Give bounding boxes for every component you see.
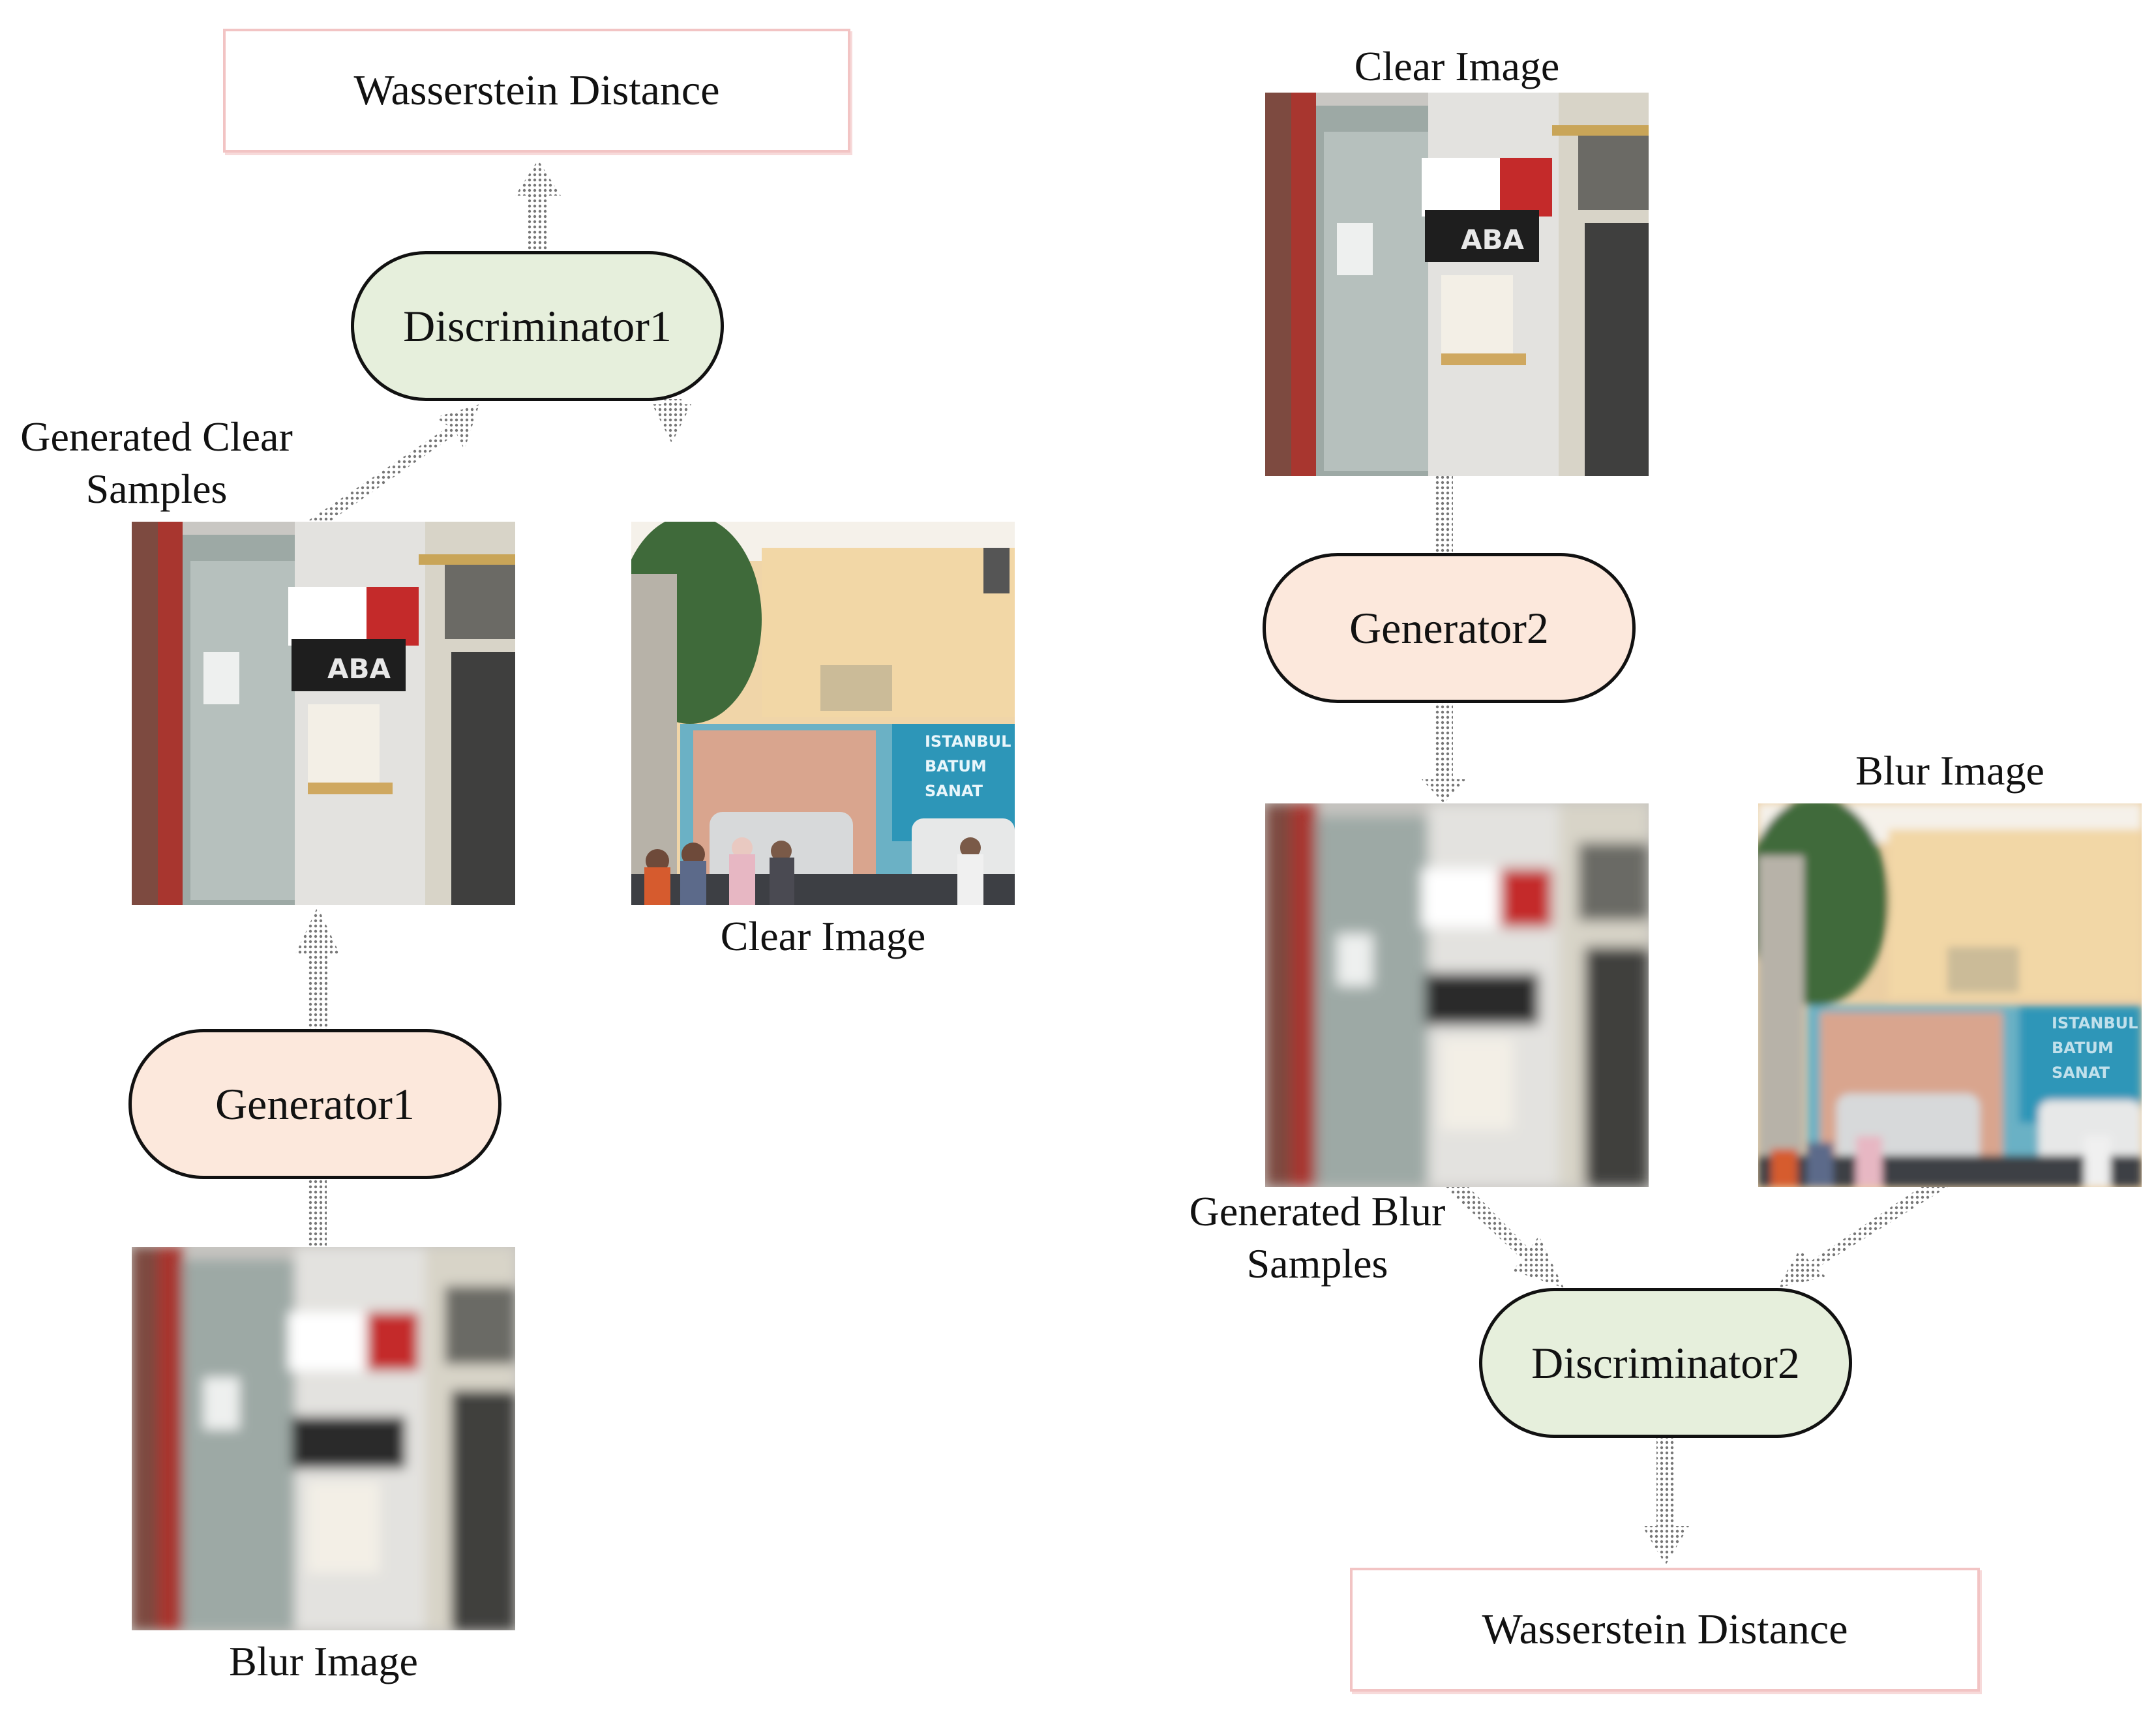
arrow-clear-to-disc1 [652, 404, 691, 443]
wasserstein-distance-label-right: Wasserstein Distance [1482, 1606, 1848, 1653]
arrow-gen1-to-generated [295, 906, 340, 1034]
generator2-node: Generator2 [1263, 553, 1636, 703]
blur-image-left [132, 1247, 515, 1630]
blur-image-label-left: Blur Image [229, 1638, 418, 1684]
blur-image-right: ISTANBUL BATUM SANAT [1758, 803, 2142, 1187]
generator1-label: Generator1 [215, 1079, 415, 1129]
arrow-clear-to-gen2 [1435, 475, 1453, 554]
arrow-gen2-to-generated [1422, 701, 1466, 803]
discriminator1-label: Discriminator1 [403, 301, 672, 351]
aba-sign-text-1: ABA [327, 653, 391, 685]
arrow-clear-to-disc1-stem [662, 399, 681, 406]
wasserstein-distance-box-left: Wasserstein Distance [223, 29, 850, 153]
generator1-node: Generator1 [128, 1029, 502, 1179]
banner-line2-left: BATUM [925, 757, 987, 775]
arrow-generated-clear-to-disc1 [307, 404, 479, 530]
banner-line2-right: BATUM [2052, 1039, 2114, 1057]
arrow-disc1-to-distance [515, 160, 561, 254]
arrow-blur-to-gen1 [308, 1174, 327, 1246]
discriminator1-node: Discriminator1 [351, 251, 724, 401]
banner-line3-right: SANAT [2052, 1064, 2110, 1082]
arrow-blur-to-disc2 [1777, 1174, 1953, 1288]
generated-blur-samples-label: Generated Blur Samples [1189, 1188, 1446, 1287]
banner-line1-right: ISTANBUL [2052, 1014, 2138, 1032]
wasserstein-distance-label-left: Wasserstein Distance [353, 67, 720, 114]
clear-image-left: ISTANBUL BATUM SANAT [631, 522, 1015, 905]
generated-blur-sample-image [1265, 803, 1649, 1187]
generated-clear-sample-image: ABA [132, 522, 515, 905]
clear-image-right: ABA [1265, 93, 1649, 476]
banner-line3-left: SANAT [925, 782, 983, 800]
banner-line1-left: ISTANBUL [925, 732, 1011, 751]
discriminator2-node: Discriminator2 [1479, 1288, 1852, 1438]
arrow-disc2-to-distance [1642, 1431, 1689, 1565]
aba-sign-text-2: ABA [1461, 224, 1525, 256]
clear-image-label-right: Clear Image [1354, 43, 1560, 89]
wasserstein-distance-box-right: Wasserstein Distance [1350, 1568, 1980, 1692]
discriminator2-label: Discriminator2 [1531, 1338, 1800, 1388]
blur-image-label-right: Blur Image [1855, 747, 2044, 794]
generator2-label: Generator2 [1349, 603, 1549, 653]
generated-clear-samples-label: Generated Clear Samples [20, 413, 293, 512]
arrow-generated-blur-to-disc2 [1441, 1174, 1564, 1288]
clear-image-label-left: Clear Image [720, 913, 926, 959]
